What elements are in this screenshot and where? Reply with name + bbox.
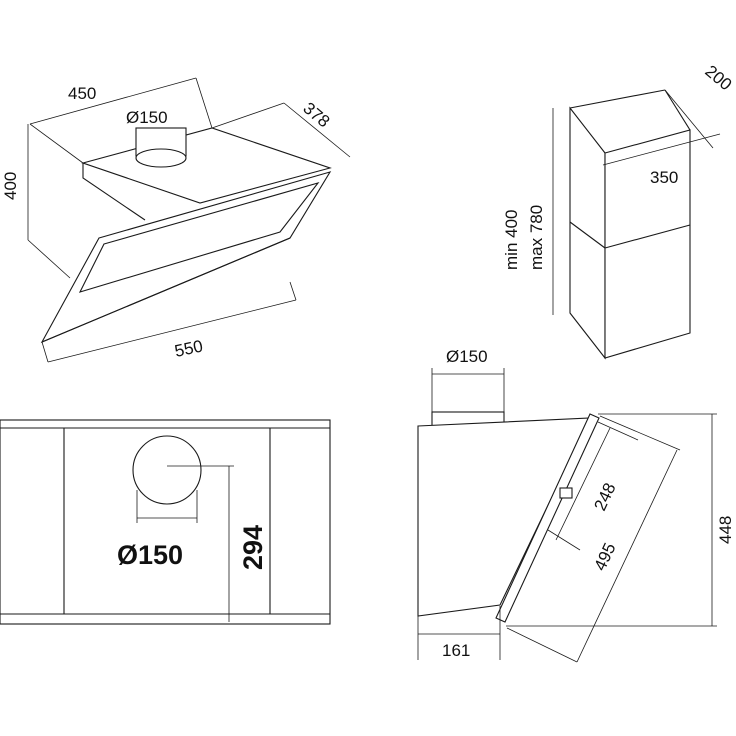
iso-front-width-label: 550 bbox=[173, 336, 205, 360]
iso-dim-550-ext-right bbox=[289, 281, 297, 301]
chimney-dim-350-line bbox=[602, 133, 721, 166]
iso-dim-378-ext bbox=[211, 102, 285, 129]
iso-width-label: 450 bbox=[68, 84, 96, 103]
chimney-side bbox=[604, 129, 691, 359]
front-outlet-circle bbox=[132, 435, 202, 505]
side-dim-495-ext-top bbox=[599, 415, 681, 451]
side-dim-495-ext-bottom bbox=[506, 627, 578, 663]
iso-bottom-edge bbox=[41, 237, 291, 343]
side-dim-248-ext-top bbox=[597, 421, 639, 441]
side-dim-248-ext-bottom bbox=[547, 529, 581, 551]
side-body bbox=[417, 417, 591, 617]
iso-dim-550-line bbox=[47, 299, 297, 363]
side-outlet-label: Ø150 bbox=[446, 347, 488, 366]
iso-outlet-opening bbox=[135, 148, 187, 168]
chimney-height-max-label: max 780 bbox=[527, 205, 546, 270]
side-glass-panel bbox=[495, 413, 600, 623]
front-outlet-height-label: 294 bbox=[238, 525, 268, 570]
front-view: Ø150 294 bbox=[0, 419, 331, 625]
iso-dim-450-ext-left bbox=[29, 123, 84, 164]
iso-dim-378-line bbox=[283, 102, 351, 158]
chimney-depth-label: 200 bbox=[701, 62, 735, 95]
chimney-top-back bbox=[569, 89, 666, 109]
iso-dim-400-ext bbox=[27, 239, 71, 279]
chimney-top-right bbox=[664, 89, 691, 131]
chimney-width-label: 350 bbox=[650, 168, 678, 187]
iso-dim-550-ext-left bbox=[41, 341, 49, 363]
iso-back-edge bbox=[82, 163, 146, 221]
chimney-joint-front bbox=[569, 221, 606, 249]
side-panel-long-label: 495 bbox=[590, 540, 619, 574]
chimney-view: 200 350 min 400 max 780 bbox=[502, 62, 735, 360]
isometric-view: 450 378 400 Ø150 550 bbox=[1, 77, 351, 363]
iso-dim-450-ext-right bbox=[195, 77, 213, 129]
side-handle bbox=[559, 487, 573, 499]
side-panel-short-label: 248 bbox=[590, 480, 619, 514]
side-dim-495-line bbox=[576, 449, 678, 663]
chimney-joint bbox=[604, 224, 691, 249]
iso-glass-inner bbox=[78, 182, 320, 293]
side-view: Ø150 448 248 495 161 bbox=[417, 347, 735, 663]
front-outlet-label: Ø150 bbox=[117, 540, 183, 570]
chimney-front bbox=[569, 106, 606, 360]
side-dim-248-line bbox=[555, 427, 611, 541]
chimney-height-min-label: min 400 bbox=[502, 210, 521, 270]
iso-dim-450-line bbox=[29, 77, 197, 125]
iso-outlet-label: Ø150 bbox=[126, 108, 168, 127]
iso-depth-label: 378 bbox=[299, 99, 333, 132]
side-base-depth-label: 161 bbox=[442, 641, 470, 660]
side-height-label: 448 bbox=[716, 516, 735, 544]
iso-height-label: 400 bbox=[1, 172, 20, 200]
